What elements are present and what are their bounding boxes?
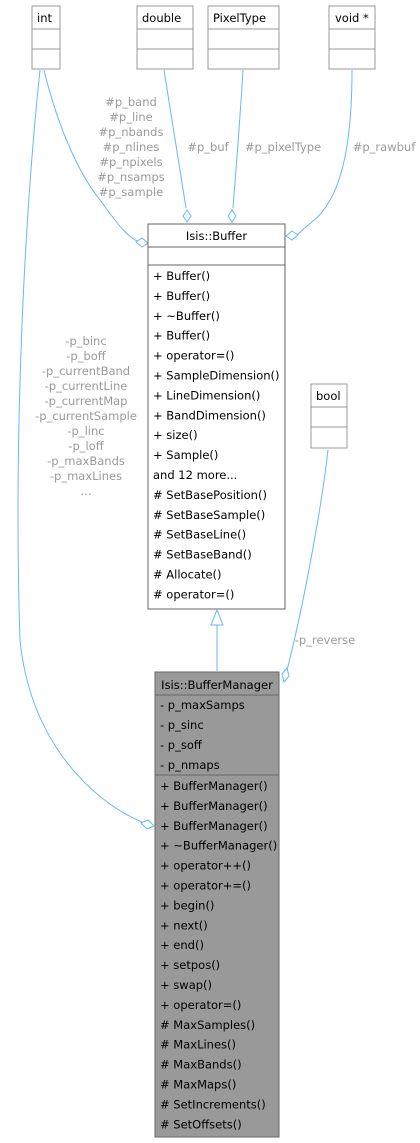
buffer-member: # Allocate() — [153, 568, 222, 582]
edge-label-line: -p_currentSample — [35, 409, 137, 423]
buffer-manager-attributes: - p_maxSamps - p_sinc - p_soff - p_nmaps — [160, 698, 245, 772]
node-double-label: double — [142, 11, 181, 25]
buffer-methods: + Buffer() + Buffer() + ~Buffer() + Buffer(… — [153, 269, 280, 601]
manager-method: + operator++() — [160, 859, 251, 873]
manager-method: + setpos() — [160, 958, 220, 972]
buffer-member: + size() — [153, 428, 198, 442]
buffer-member: and 12 more... — [153, 468, 237, 482]
edges — [17, 69, 353, 823]
edge-bool-to-manager — [286, 449, 329, 671]
manager-method: + ~BufferManager() — [160, 839, 277, 853]
edge-label-line: -p_maxLines — [50, 469, 122, 483]
manager-method: # MaxBands() — [160, 1058, 242, 1072]
manager-method: # MaxSamples() — [160, 1018, 255, 1032]
label-pixeltype-to-buffer: #p_pixelType — [245, 140, 321, 154]
node-pixeltype-label: PixelType — [213, 11, 266, 25]
node-pixeltype[interactable]: PixelType — [207, 5, 280, 70]
edge-label-line: -p_binc — [65, 334, 106, 348]
manager-method: + BufferManager() — [160, 799, 268, 813]
manager-attribute: - p_maxSamps — [160, 698, 245, 712]
label-bool-to-manager: -p_reverse — [295, 633, 355, 647]
node-void[interactable]: void * — [328, 5, 376, 70]
manager-method: # MaxMaps() — [160, 1078, 236, 1092]
edge-label-line: #p_nlines — [103, 140, 160, 154]
manager-attribute: - p_sinc — [160, 718, 204, 732]
inherit-arrowhead — [210, 608, 224, 626]
edge-label-line: -p_maxBands — [47, 454, 125, 468]
buffer-member: + Buffer() — [153, 329, 210, 343]
buffer-member: + ~Buffer() — [153, 309, 220, 323]
edge-label-line: -p_linc — [67, 424, 104, 438]
edge-label-line: #p_nsamps — [97, 170, 165, 184]
diamond-int-manager — [140, 819, 155, 830]
node-buffer[interactable]: Isis::Buffer + Buffer()+ Buffer()+ ~Buff… — [147, 223, 286, 610]
manager-method: + BufferManager() — [160, 779, 268, 793]
manager-method: # SetOffsets() — [160, 1117, 242, 1131]
buffer-member: # SetBaseSample() — [153, 508, 265, 522]
edge-label-line: -p_boff — [66, 349, 107, 363]
diamond-bool-manager — [281, 666, 290, 684]
manager-attribute: - p_nmaps — [160, 758, 220, 772]
edge-label-line: -p_currentMap — [45, 394, 128, 408]
edge-int-to-manager — [17, 69, 143, 823]
node-int-label: int — [37, 11, 52, 25]
manager-method: + next() — [160, 918, 208, 932]
manager-method: + swap() — [160, 978, 212, 992]
buffer-member: + BandDimension() — [153, 408, 266, 422]
edge-label-line: -p_currentLine — [45, 379, 128, 393]
node-void-label: void * — [335, 11, 369, 25]
edge-double-to-buffer — [163, 69, 187, 209]
diamond-int-buffer — [135, 237, 149, 248]
buffer-member: + Buffer() — [153, 269, 210, 283]
label-int-to-buffer: #p_band#p_line#p_nbands#p_nlines#p_npixe… — [97, 95, 165, 199]
diamond-void-buffer — [285, 230, 299, 241]
edge-int-to-buffer — [43, 69, 141, 243]
edge-label-line: #p_nbands — [99, 125, 164, 139]
diamond-double-buffer — [182, 209, 192, 223]
manager-method: + begin() — [160, 898, 214, 912]
edge-label-line: #p_line — [109, 110, 152, 124]
edge-markers — [135, 209, 299, 830]
buffer-member: + LineDimension() — [153, 388, 260, 402]
edge-label-line: #p_sample — [99, 185, 164, 199]
buffer-member: # SetBaseBand() — [153, 548, 252, 562]
edge-pixeltype-to-buffer — [232, 69, 244, 209]
buffer-member: + Sample() — [153, 448, 218, 462]
edge-label-line: -p_loff — [68, 439, 104, 453]
diamond-pixeltype-buffer — [227, 209, 237, 223]
label-int-to-manager: -p_binc-p_boff-p_currentBand-p_currentLi… — [35, 334, 137, 498]
node-buffer-manager[interactable]: Isis::BufferManager - p_maxSamps- p_sinc… — [154, 671, 280, 1138]
manager-method: + end() — [160, 938, 204, 952]
edge-label-line: -p_currentBand — [42, 364, 130, 378]
manager-attribute: - p_soff — [160, 738, 203, 752]
manager-method: + BufferManager() — [160, 819, 268, 833]
manager-method: + operator=() — [160, 998, 241, 1012]
manager-method: # SetIncrements() — [160, 1097, 266, 1111]
node-int[interactable]: int — [31, 5, 61, 70]
edge-label-line: #p_band — [105, 95, 157, 109]
edge-void-to-buffer — [295, 69, 353, 237]
label-void-to-buffer: #p_rawbuf — [353, 140, 416, 154]
buffer-manager-title: Isis::BufferManager — [161, 678, 273, 692]
manager-method: + operator+=() — [160, 879, 251, 893]
node-double[interactable]: double — [136, 5, 194, 70]
manager-method: # MaxLines() — [160, 1038, 236, 1052]
node-bool[interactable]: bool — [310, 383, 348, 449]
buffer-title: Isis::Buffer — [186, 229, 247, 243]
edge-label-line: ... — [81, 484, 92, 498]
buffer-member: # operator=() — [153, 587, 234, 601]
edge-label-line: #p_npixels — [99, 155, 162, 169]
buffer-member: + Buffer() — [153, 289, 210, 303]
buffer-member: # SetBasePosition() — [153, 488, 267, 502]
buffer-member: # SetBaseLine() — [153, 528, 246, 542]
label-double-to-buffer: #p_buf — [187, 140, 229, 154]
buffer-member: + operator=() — [153, 349, 234, 363]
buffer-manager-methods: + BufferManager() + BufferManager() + Buff… — [160, 779, 277, 1131]
node-bool-label: bool — [316, 389, 341, 403]
buffer-member: + SampleDimension() — [153, 369, 280, 383]
